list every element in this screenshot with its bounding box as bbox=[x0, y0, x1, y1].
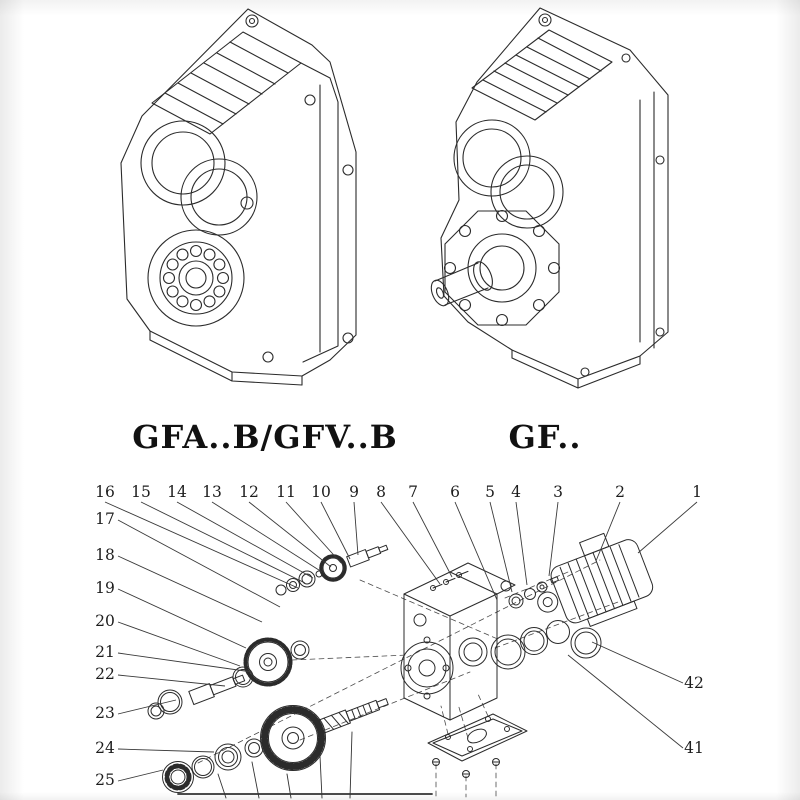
callout-number: 12 bbox=[239, 483, 259, 501]
model-label-left: GFA..B/GFV..B bbox=[132, 418, 398, 456]
motor-part-drawing bbox=[537, 532, 654, 627]
callout-number: 18 bbox=[95, 546, 115, 564]
callout-number: 16 bbox=[95, 483, 115, 501]
callout-number: 23 bbox=[95, 704, 115, 722]
callout-number: 21 bbox=[95, 643, 115, 661]
callout-number: 25 bbox=[95, 771, 115, 789]
callout-number: 3 bbox=[553, 483, 563, 501]
callout-number: 10 bbox=[311, 483, 331, 501]
callout-number: 2 bbox=[615, 483, 625, 501]
callout-number: 14 bbox=[167, 483, 187, 501]
callout-number: 9 bbox=[349, 483, 359, 501]
callout-number: 7 bbox=[408, 483, 418, 501]
callout-number: 1 bbox=[692, 483, 702, 501]
model-label-right: GF.. bbox=[508, 418, 582, 456]
callout-number: 22 bbox=[95, 665, 115, 683]
callout-number: 19 bbox=[95, 579, 115, 597]
callout-number: 4 bbox=[511, 483, 521, 501]
leader-lines bbox=[104, 501, 698, 782]
callout-number: 17 bbox=[95, 510, 115, 528]
exploded-parts-view bbox=[147, 532, 654, 799]
mid-gear-cluster bbox=[147, 637, 310, 720]
callout-numbers: 16 15 14 13 12 11 10 9 8 7 6 5 4 3 2 1 1… bbox=[95, 483, 704, 789]
callout-number: 6 bbox=[450, 483, 460, 501]
callout-number: 41 bbox=[684, 739, 704, 757]
callout-number: 24 bbox=[95, 739, 115, 757]
callout-number: 15 bbox=[131, 483, 151, 501]
gearbox-right-drawing bbox=[430, 7, 669, 389]
seal-ring-parts bbox=[490, 620, 602, 670]
cropped-bottom-leaders bbox=[177, 731, 433, 799]
bottom-gear-cluster bbox=[162, 698, 389, 793]
input-shaft-small-parts bbox=[430, 570, 559, 609]
callout-number: 20 bbox=[95, 612, 115, 630]
callout-number: 42 bbox=[684, 674, 704, 692]
upper-gear-cluster bbox=[275, 544, 389, 596]
gearbox-left-drawing bbox=[120, 8, 357, 386]
gasket-plate-part bbox=[427, 713, 528, 778]
housing-part-drawing bbox=[400, 562, 516, 721]
callout-number: 13 bbox=[202, 483, 222, 501]
callout-number: 5 bbox=[485, 483, 495, 501]
callout-number: 8 bbox=[376, 483, 386, 501]
callout-number: 11 bbox=[276, 483, 296, 501]
